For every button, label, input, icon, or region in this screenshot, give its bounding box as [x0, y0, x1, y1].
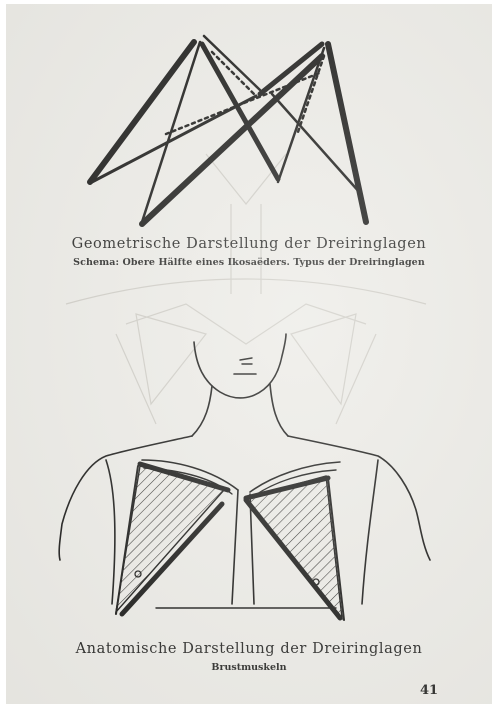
top-figure-caption-title: Geometrische Darstellung der Dreiringlag… — [6, 236, 492, 252]
icosahedron-schema — [90, 36, 366, 224]
torso-sketch — [59, 334, 430, 620]
nose — [240, 358, 252, 364]
head-outline — [194, 334, 286, 398]
edge — [278, 48, 324, 182]
right-pectoral — [246, 476, 342, 618]
page-number: 41 — [420, 683, 438, 698]
right-arm — [362, 460, 378, 604]
show-through-ghost — [66, 154, 426, 424]
top-figure-caption-subtitle: Schema: Obere Hälfte eines Ikosaëders. T… — [6, 257, 492, 268]
illustrations — [6, 4, 492, 704]
left-arm — [106, 460, 115, 604]
bottom-figure-caption-title: Anatomische Darstellung der Dreiringlage… — [6, 641, 492, 657]
neck-left — [192, 386, 212, 436]
book-page: Geometrische Darstellung der Dreiringlag… — [6, 4, 492, 704]
left-pectoral — [116, 466, 224, 612]
edge — [328, 44, 366, 222]
bottom-figure-caption-subtitle: Brustmuskeln — [6, 662, 492, 673]
neck-right — [270, 384, 288, 436]
